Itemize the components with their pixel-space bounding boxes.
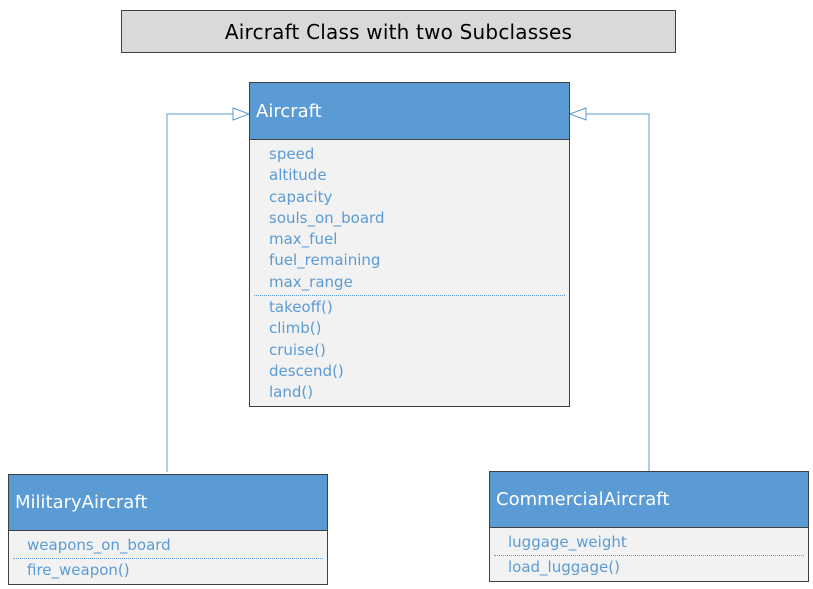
attribute-item: fuel_remaining	[269, 251, 381, 270]
attribute-item: max_range	[269, 272, 353, 291]
attribute-item: luggage_weight	[508, 533, 627, 551]
military-attributes: weapons_on_board	[9, 531, 327, 556]
attribute-item: speed	[269, 145, 315, 163]
commercial-inheritance-line	[586, 113, 650, 472]
aircraft-class-box: Aircraft speed altitude capacity souls_o…	[249, 82, 570, 407]
attribute-item: capacity	[269, 187, 333, 206]
military-aircraft-class-name: MilitaryAircraft	[9, 475, 327, 531]
attribute-item: souls_on_board	[269, 208, 385, 227]
commercial-aircraft-class-box: CommercialAircraft luggage_weight load_l…	[489, 471, 809, 582]
military-inheritance-arrowhead	[232, 107, 251, 121]
attribute-item: max_fuel	[269, 230, 338, 249]
aircraft-section-divider	[254, 295, 565, 297]
method-item: cruise()	[269, 340, 326, 359]
commercial-section-divider	[494, 555, 804, 557]
aircraft-methods: takeoff() climb() cruise() descend() lan…	[250, 297, 569, 403]
commercial-inheritance-arrowhead	[568, 107, 587, 121]
method-item: fire_weapon()	[27, 561, 130, 580]
method-item: land()	[269, 383, 314, 402]
commercial-aircraft-class-name: CommercialAircraft	[490, 472, 808, 528]
method-item: load_luggage()	[508, 558, 620, 577]
aircraft-attributes: speed altitude capacity souls_on_board m…	[250, 140, 569, 293]
attribute-item: altitude	[269, 166, 327, 185]
commercial-attributes: luggage_weight	[490, 528, 808, 553]
military-section-divider	[13, 558, 323, 560]
commercial-methods: load_luggage()	[490, 557, 808, 578]
aircraft-class-name: Aircraft	[250, 83, 569, 140]
attribute-item: weapons_on_board	[27, 536, 171, 554]
method-item: descend()	[269, 361, 344, 380]
military-inheritance-line	[166, 113, 233, 472]
military-aircraft-class-box: MilitaryAircraft weapons_on_board fire_w…	[8, 474, 328, 585]
method-item: climb()	[269, 319, 322, 338]
method-item: takeoff()	[269, 298, 333, 317]
diagram-title: Aircraft Class with two Subclasses	[121, 10, 676, 53]
military-methods: fire_weapon()	[9, 560, 327, 581]
